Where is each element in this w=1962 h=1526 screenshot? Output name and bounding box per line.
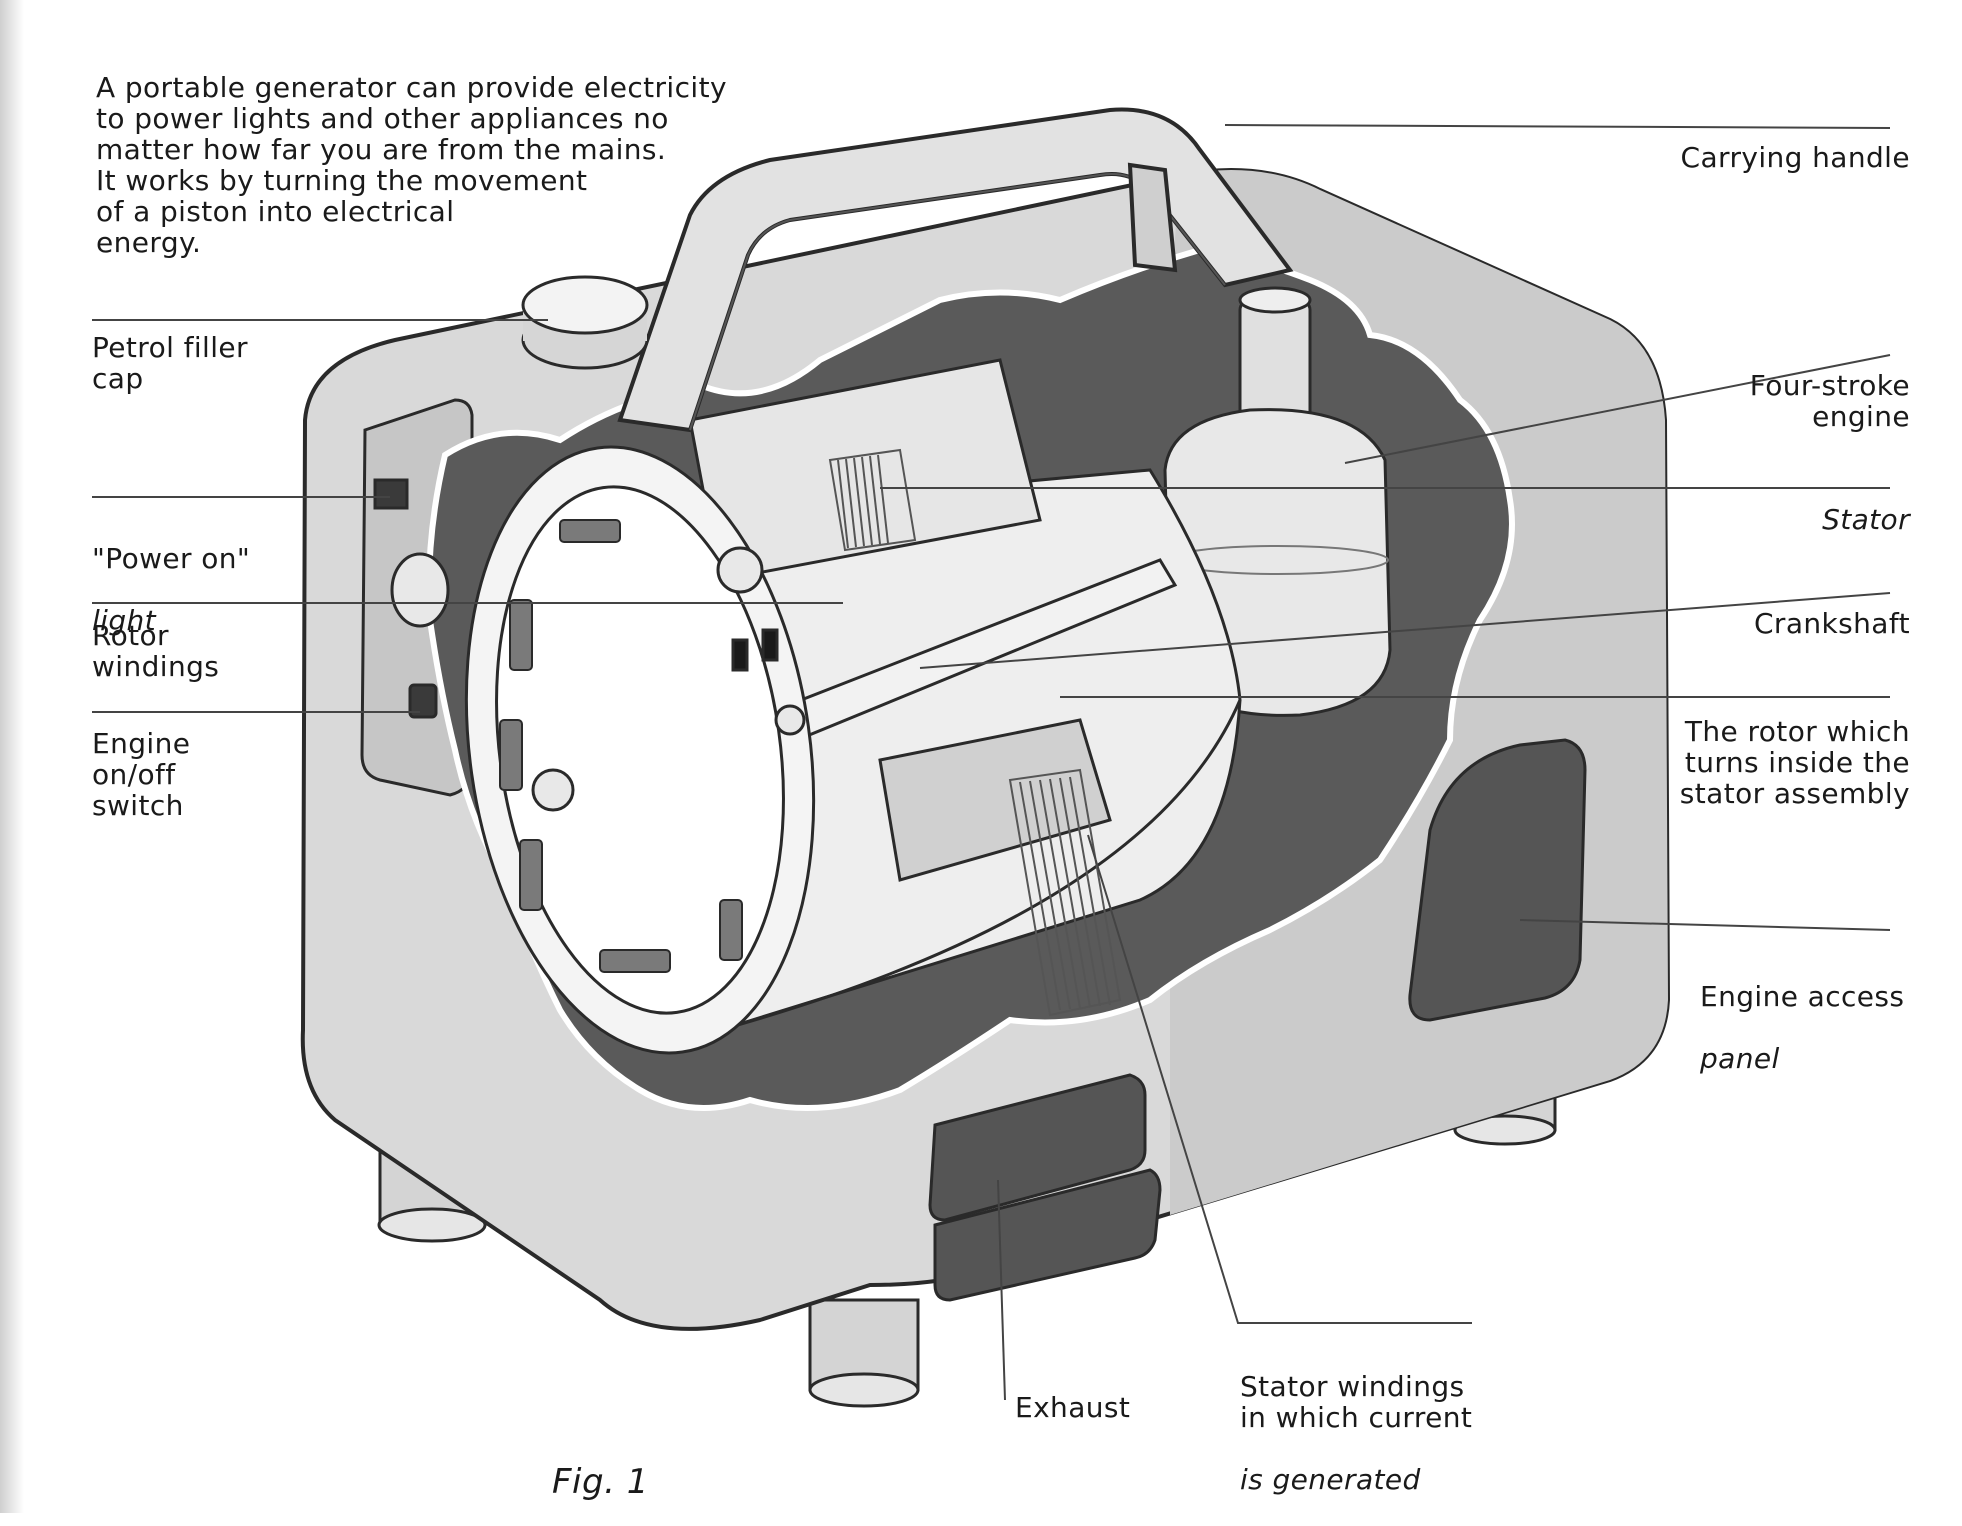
- label-four-stroke-engine: Four-stroke engine: [1749, 369, 1910, 433]
- engine-access-panel-drawing: [1408, 738, 1587, 1022]
- label-exhaust: Exhaust: [1015, 1391, 1131, 1424]
- label-carrying-handle: Carrying handle: [1680, 141, 1910, 174]
- label-stator-windings: Stator windings in which current is gene…: [1240, 1340, 1560, 1526]
- label-power-on-light-line2: light: [92, 604, 157, 637]
- petrol-filler-cap-drawing: [521, 275, 649, 370]
- label-engine-access-panel-line2: panel: [1700, 1042, 1780, 1075]
- label-stator: Stator: [1822, 503, 1910, 536]
- label-rotor: The rotor which turns inside the stator …: [1679, 715, 1910, 810]
- label-engine-access-panel-line1: Engine access: [1700, 980, 1905, 1013]
- alternator-end-plate: [464, 445, 816, 1055]
- carrying-handle-drawing: [617, 107, 1294, 433]
- label-power-on-light: "Power on" light: [92, 512, 372, 667]
- generator-feet: [377, 1058, 1557, 1408]
- control-panel-details: [373, 478, 450, 719]
- label-crankshaft: Crankshaft: [1753, 607, 1910, 640]
- label-power-on-light-line1: "Power on": [92, 542, 251, 575]
- label-engine-on-off-switch: Engine on/off switch: [92, 727, 191, 822]
- label-petrol-filler-cap: Petrol filler cap: [92, 331, 248, 395]
- stator-windings-drawing: [828, 448, 1122, 1017]
- figure-caption: Fig. 1: [552, 1462, 649, 1502]
- page-edge-shadow: [0, 0, 24, 1513]
- label-stator-windings-line2: is generated: [1240, 1463, 1421, 1496]
- label-rotor-windings: Rotor windings: [92, 619, 220, 683]
- intro-paragraph: A portable generator can provide electri…: [96, 71, 727, 259]
- leader-lines: [92, 124, 1891, 1401]
- label-engine-access-panel: Engine access panel: [1700, 950, 1950, 1105]
- exhaust-slots: [928, 1073, 1162, 1302]
- label-stator-windings-line1: Stator windings in which current: [1240, 1370, 1473, 1434]
